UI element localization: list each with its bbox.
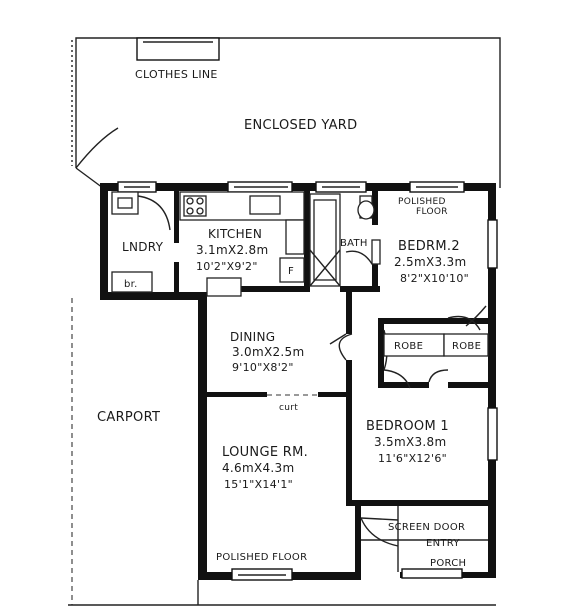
lounge-imperial: 15'1"X14'1" bbox=[224, 478, 293, 491]
room-labels: CLOTHES LINE ENCLOSED YARD POLISHED FLOO… bbox=[97, 68, 481, 569]
interior-walls bbox=[174, 183, 490, 580]
polished-floor-top-label-2: FLOOR bbox=[416, 207, 448, 217]
kitchen-fixtures bbox=[179, 191, 305, 297]
polished-floor-bottom-label: POLISHED FLOOR bbox=[216, 552, 307, 563]
porch-label: PORCH bbox=[430, 558, 466, 569]
bedroom2-metric: 2.5mX3.3m bbox=[394, 255, 466, 269]
bath-fixtures bbox=[309, 193, 381, 287]
robe-left-label: ROBE bbox=[394, 341, 423, 352]
broom-cupboard bbox=[111, 271, 153, 293]
kitchen-label: KITCHEN bbox=[208, 227, 262, 241]
fridge-label: F bbox=[288, 266, 294, 277]
bedroom2-imperial: 8'2"X10'10" bbox=[400, 272, 469, 285]
laundry-label: LNDRY bbox=[122, 240, 164, 254]
polished-floor-top-label: POLISHED bbox=[398, 197, 446, 207]
bedroom1-imperial: 11'6"X12'6" bbox=[378, 452, 447, 465]
robe-right-label: ROBE bbox=[452, 341, 481, 352]
yard-boundary bbox=[71, 37, 501, 189]
kitchen-imperial: 10'2"X9'2" bbox=[196, 260, 258, 273]
enclosed-yard-label: ENCLOSED YARD bbox=[244, 118, 357, 133]
clothes-line bbox=[136, 37, 220, 61]
basin-icon bbox=[371, 239, 381, 265]
dining-label: DINING bbox=[230, 330, 275, 344]
dining-metric: 3.0mX2.5m bbox=[232, 345, 304, 359]
screen-door-label: SCREEN DOOR bbox=[388, 522, 465, 533]
bedroom1-metric: 3.5mX3.8m bbox=[374, 435, 446, 449]
kitchen-metric: 3.1mX2.8m bbox=[196, 243, 268, 257]
robe-right bbox=[443, 333, 489, 357]
lounge-metric: 4.6mX4.3m bbox=[222, 461, 294, 475]
windows bbox=[117, 181, 498, 581]
fridge-icon bbox=[279, 257, 305, 283]
lounge-label: LOUNGE RM. bbox=[222, 445, 308, 460]
porch bbox=[361, 506, 488, 572]
carport-label: CARPORT bbox=[97, 410, 160, 425]
door-swings bbox=[329, 305, 487, 547]
broom-label: br. bbox=[124, 279, 138, 290]
carport-outline bbox=[68, 298, 496, 606]
dining-imperial: 9'10"X8'2" bbox=[232, 361, 294, 374]
clothes-line-label: CLOTHES LINE bbox=[135, 68, 218, 81]
bedroom1-label: BEDROOM 1 bbox=[366, 419, 449, 434]
entry-label: ENTRY bbox=[426, 538, 460, 549]
laundry-fixtures bbox=[111, 191, 171, 293]
bath-label: BATH bbox=[340, 238, 368, 249]
curtain-label: curt bbox=[279, 403, 298, 413]
bedroom2-label: BEDRM.2 bbox=[398, 239, 460, 254]
sink-icon bbox=[249, 195, 281, 215]
